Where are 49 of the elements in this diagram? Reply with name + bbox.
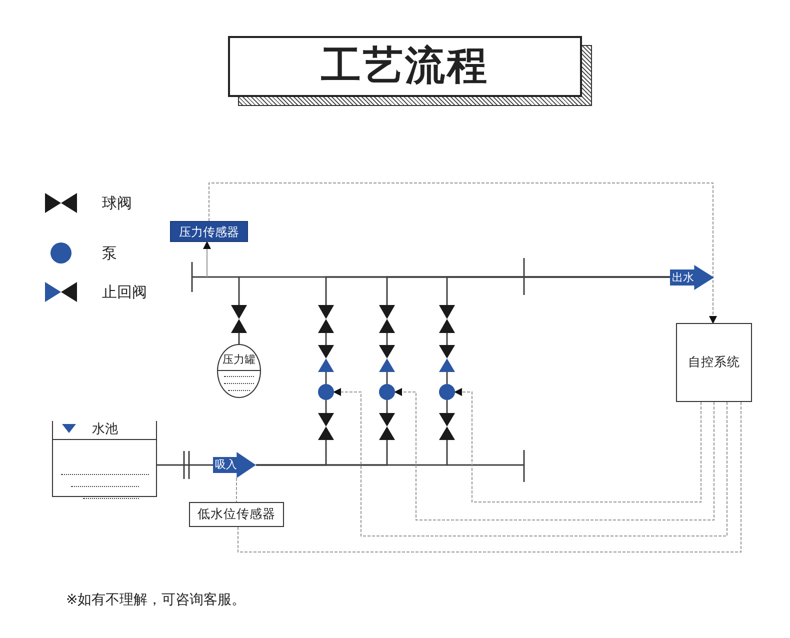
ball-valve-icon [439,305,455,333]
arrow [203,241,211,278]
flow-arrow [213,452,256,478]
pipe [256,440,448,466]
sensor-box: 低水位传感器 [189,502,284,527]
arrow-label: 吸入 [215,457,237,473]
signal-line [208,182,717,324]
control-box: 自控系统 [676,323,752,402]
note: ※如有不理解，可咨询客服。 [66,591,246,610]
check-valve-icon [379,345,395,372]
pipe [446,333,448,345]
pipe [446,372,448,384]
ball-valve-icon [318,413,334,440]
pump-symbol [379,384,395,400]
ball-valve-icon [379,305,395,333]
title: 工艺流程 [228,36,582,97]
tank-label: 水池 [92,421,118,438]
tank-label: 压力罐 [222,353,256,366]
ball-valve-icon [318,305,334,333]
pipe [238,333,240,344]
pipe [386,333,388,345]
sensor-label: 压力传感器 [170,221,248,242]
pipe [386,400,388,413]
pipe [325,400,327,413]
pump-symbol [318,384,334,400]
legend-label: 泵 [102,243,117,263]
ball-valve-icon [379,413,395,440]
pipe [157,464,213,466]
pressure-tank [217,344,261,398]
signal-line [333,388,728,536]
pipe [238,276,670,305]
check-valve-icon [439,345,455,372]
pipe [325,372,327,384]
ball-valve-icon [231,305,247,333]
legend-label: 止回阀 [102,282,147,302]
signal-line [394,388,714,520]
signal-line [238,402,742,552]
pipe [386,372,388,384]
ball-valve-icon [439,413,455,440]
signal-line [454,388,702,502]
pipe [446,400,448,413]
pipe [325,333,327,345]
pump-symbol [439,384,455,400]
signal-line [236,478,237,502]
flow-arrow [670,265,714,290]
arrow-label: 出水 [672,270,694,286]
legend-label: 球阀 [102,193,132,213]
water-tank [52,421,157,497]
check-valve-icon [318,345,334,372]
